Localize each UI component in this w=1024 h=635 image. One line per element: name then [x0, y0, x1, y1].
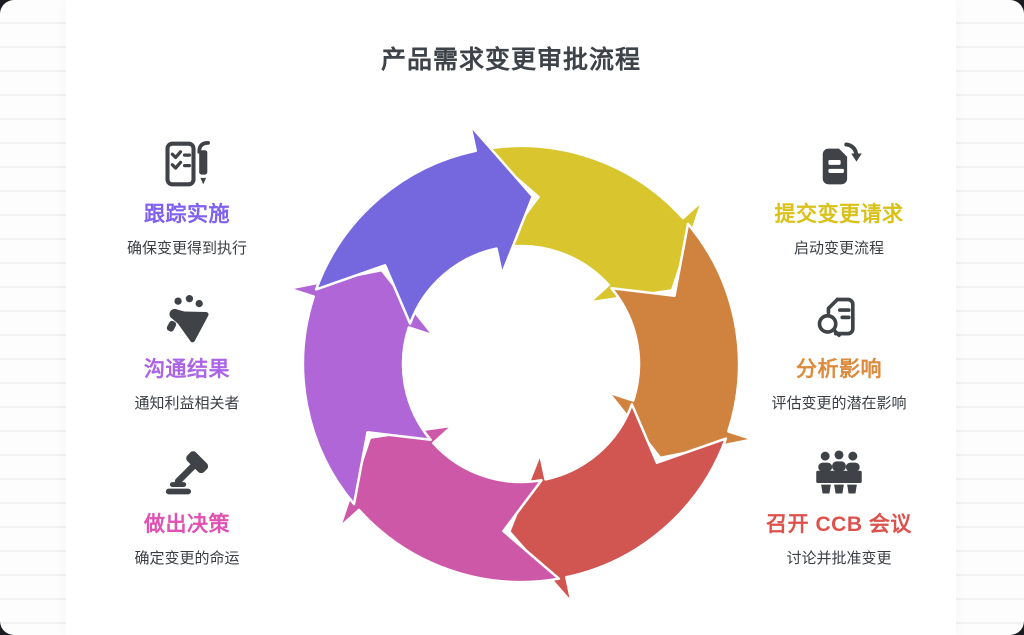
step-submit-change-request: 提交变更请求 启动变更流程: [724, 137, 954, 258]
meeting-icon: [724, 447, 954, 501]
step-title: 跟踪实施: [144, 203, 230, 226]
gavel-icon: [72, 447, 302, 501]
step-title: 分析影响: [796, 358, 882, 381]
cycle-arrow-track: [314, 124, 534, 325]
cycle-arrow-analyze: [607, 222, 755, 460]
step-track-implementation: 跟踪实施 确保变更得到执行: [72, 137, 302, 258]
step-title: 做出决策: [144, 513, 230, 536]
step-make-decision: 做出决策 确定变更的命运: [72, 447, 302, 568]
step-title: 召开 CCB 会议: [766, 513, 912, 536]
step-subtitle: 确定变更的命运: [134, 550, 240, 567]
cycle-diagram: [287, 124, 755, 604]
step-hold-ccb-meeting: 召开 CCB 会议 讨论并批准变更: [724, 447, 954, 568]
step-subtitle: 评估变更的潜在影响: [771, 395, 907, 412]
checklist-pen-icon: [72, 137, 302, 191]
page-title: 产品需求变更审批流程: [380, 46, 641, 74]
document-submit-icon: [724, 137, 954, 191]
step-subtitle: 讨论并批准变更: [786, 550, 892, 567]
cycle-arrow-decide: [338, 424, 561, 584]
cycle-arrow-submit: [481, 144, 704, 304]
cycle-arrow-communicate: [287, 268, 435, 506]
step-communicate-results: 沟通结果 通知利益相关者: [72, 292, 302, 413]
cycle-arrow-ccb-meeting: [508, 403, 728, 604]
step-subtitle: 启动变更流程: [793, 240, 884, 257]
megaphone-icon: [72, 292, 302, 346]
step-subtitle: 通知利益相关者: [134, 395, 240, 412]
step-title: 提交变更请求: [774, 203, 904, 226]
step-subtitle: 确保变更得到执行: [126, 240, 247, 257]
canvas-card: 产品需求变更审批流程: [66, 0, 956, 635]
step-title: 沟通结果: [144, 358, 230, 381]
step-analyze-impact: 分析影响 评估变更的潜在影响: [724, 292, 954, 413]
document-search-icon: [724, 292, 954, 346]
